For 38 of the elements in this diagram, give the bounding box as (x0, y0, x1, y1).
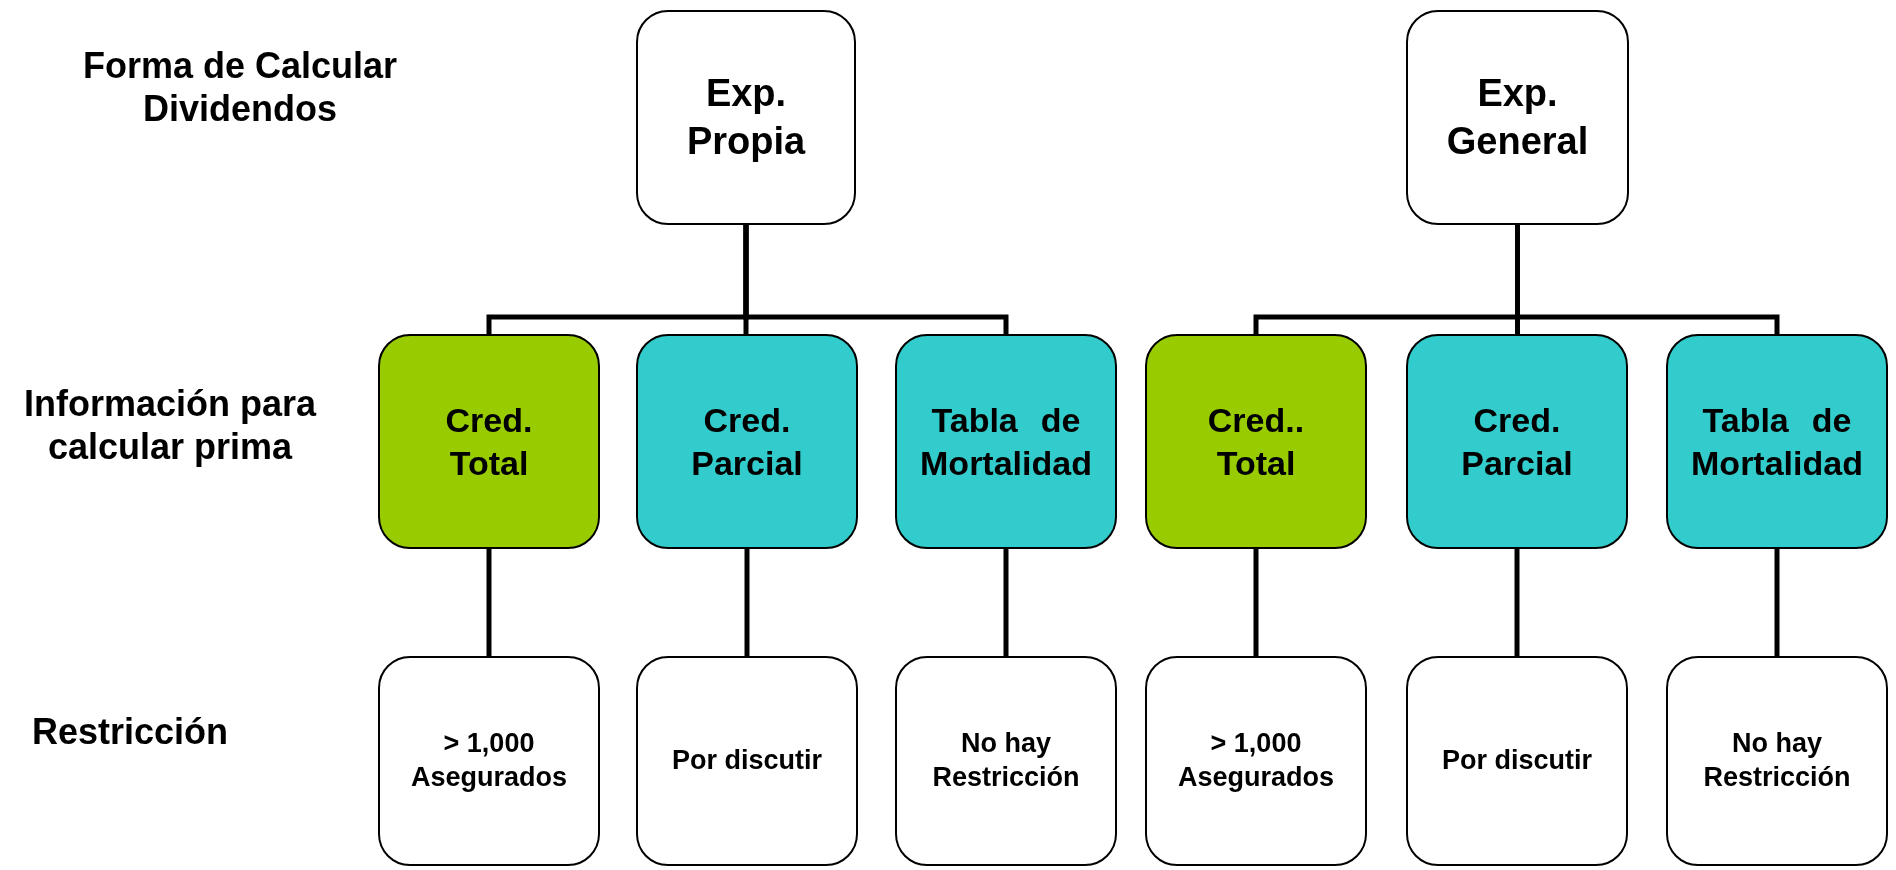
info-box (636, 334, 858, 549)
connector-line (743, 225, 1009, 334)
node-text: Cred. Parcial (1460, 400, 1574, 484)
restriction-box (1406, 656, 1628, 866)
connector-line (744, 549, 750, 656)
info-box (1145, 334, 1367, 549)
node-text: Por discutir (671, 744, 823, 778)
info-box (895, 334, 1117, 549)
node-text: Por discutir (1441, 744, 1593, 778)
connector-line (1003, 549, 1009, 656)
node-text: Tabla de Mortalidad (1690, 400, 1864, 484)
row-heading: Forma de Calcular Dividendos (81, 44, 399, 131)
restriction-box (1666, 656, 1888, 866)
node-text: Cred. Parcial (690, 400, 804, 484)
connector-line (1774, 549, 1780, 656)
node-text: Tabla de Mortalidad (919, 400, 1093, 484)
category-box (636, 10, 856, 225)
connector-line (1253, 549, 1259, 656)
node-text: No hay Restricción (931, 727, 1081, 794)
category-box (1406, 10, 1629, 225)
info-box (378, 334, 600, 549)
restriction-box (636, 656, 858, 866)
node-text: No hay Restricción (1702, 727, 1852, 794)
restriction-box (895, 656, 1117, 866)
node-text: Cred.. Total (1206, 400, 1306, 484)
connector-line (1514, 549, 1520, 656)
node-text: Cred. Total (444, 400, 534, 484)
node-text: > 1,000 Asegurados (1176, 727, 1335, 794)
row-heading: Restricción (30, 710, 230, 754)
node-text: > 1,000 Asegurados (409, 727, 568, 794)
row-heading: Información para calcular prima (22, 382, 318, 469)
node-text: Exp. Propia (685, 71, 807, 164)
info-box (1666, 334, 1888, 549)
info-box (1406, 334, 1628, 549)
restriction-box (1145, 656, 1367, 866)
restriction-box (378, 656, 600, 866)
node-text: Exp. General (1445, 71, 1590, 164)
connector-line (486, 549, 492, 656)
